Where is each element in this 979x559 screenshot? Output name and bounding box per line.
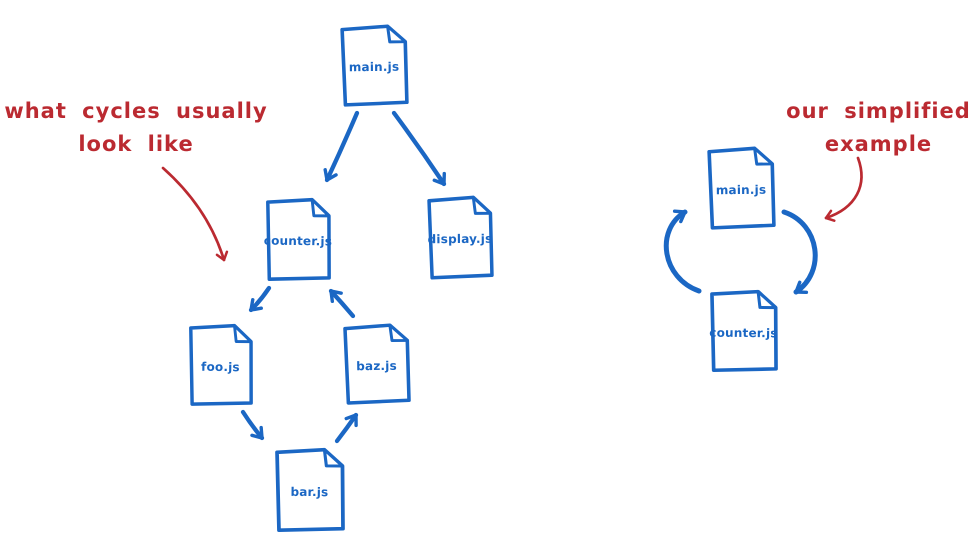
caption-right-pointer-arrow: [824, 156, 863, 222]
file-icon: [340, 24, 409, 107]
edge-bar-to-baz: [334, 412, 359, 444]
edge-counter-to-main-arc: [663, 209, 702, 294]
caption-left-pointer-arrow: [161, 166, 229, 262]
file-icon: [266, 197, 331, 281]
file-node-right-counter: counter.js: [706, 287, 782, 375]
caption-right: our simplified example: [778, 95, 979, 161]
file-label: main.js: [348, 59, 400, 75]
file-icon: [710, 289, 778, 373]
file-node-right-main: main.js: [704, 144, 779, 232]
file-node-left-baz: baz.js: [339, 321, 413, 407]
file-label: display.js: [427, 231, 493, 247]
caption-left-line2: look like: [78, 132, 194, 156]
file-label: counter.js: [709, 325, 778, 340]
edge-foo-to-bar: [240, 409, 265, 441]
edge-main-to-display: [391, 110, 447, 187]
edge-baz-to-counter: [328, 288, 356, 319]
file-icon: [189, 323, 253, 406]
file-node-left-display: display.js: [424, 193, 497, 282]
edge-counter-to-foo: [248, 285, 272, 313]
file-icon: [343, 323, 411, 405]
file-label: counter.js: [263, 233, 333, 249]
file-label: baz.js: [356, 358, 397, 373]
file-node-left-foo: foo.js: [184, 321, 256, 409]
file-label: main.js: [715, 182, 767, 197]
file-node-left-main: main.js: [337, 22, 412, 109]
file-icon: [427, 195, 494, 280]
edge-main-to-counter: [323, 110, 360, 183]
file-node-left-counter: counter.js: [261, 195, 334, 284]
file-node-left-bar: bar.js: [271, 445, 349, 535]
file-icon: [275, 447, 345, 533]
edge-main-to-counter-arc: [781, 209, 818, 295]
caption-left-line1: what cycles usually: [4, 99, 268, 123]
file-label: foo.js: [201, 359, 240, 374]
file-label: bar.js: [290, 484, 329, 499]
caption-left: what cycles usually look like: [0, 95, 272, 161]
caption-right-line2: example: [824, 132, 933, 156]
caption-right-line1: our simplified: [786, 99, 971, 123]
file-icon: [707, 146, 776, 230]
